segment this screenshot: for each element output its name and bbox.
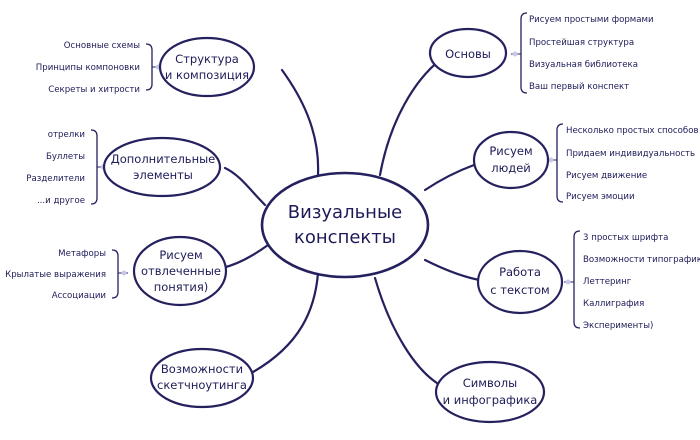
node-people-line2: людей (491, 161, 531, 175)
node-structure-line2: и композиция (165, 68, 249, 82)
node-sketchnoting-line1: Возможности (161, 362, 243, 376)
leaf-people-4: Рисуем эмоции (566, 192, 635, 202)
node-basics: Основы (428, 27, 508, 79)
leaf-basics-2: Простейшая структура (529, 38, 634, 48)
leaf-text-3: Леттеринг (583, 277, 632, 287)
node-text-line2: с текстом (490, 283, 549, 297)
leaf-people-2: Придаем индивидуальность (566, 149, 695, 159)
center-title-line1: Визуальные (288, 202, 402, 223)
node-additional-line2: элементы (133, 168, 193, 182)
leaf-structure-2: Принципы компоновки (36, 63, 140, 73)
edge-additional (223, 166, 267, 207)
leaf-abstract-1: Метафоры (58, 249, 106, 259)
node-sketchnoting-line2: скетчноутинга (157, 378, 247, 392)
leaf-text-1: 3 простых шрифта (583, 233, 668, 243)
node-symbols-line1: Символы (463, 376, 517, 390)
edge-basics (378, 58, 442, 177)
leaf-additional-3: Разделители (26, 174, 85, 184)
leaf-abstract-2: Крылатые выражения (5, 270, 106, 280)
leaf-additional-4: ...и другое (37, 196, 85, 206)
leaf-basics-4: Ваш первый конспект (529, 82, 629, 92)
leaf-additional-1: отрелки (48, 130, 85, 140)
edge-sketchnoting (251, 271, 320, 374)
edge-abstract (220, 243, 270, 270)
node-structure-line1: Структура (175, 52, 239, 66)
edge-structure (280, 68, 320, 177)
leaf-additional-2: Буллеты (46, 152, 85, 162)
edge-symbols (373, 276, 442, 387)
node-text-line1: Работа (499, 265, 541, 279)
node-abstract: Рисуем отвлеченные понятия) (132, 235, 228, 307)
node-additional: Дополнительные элементы (102, 136, 222, 198)
node-basics-line1: Основы (445, 47, 491, 61)
leaf-text-2: Возможности типографики (583, 255, 700, 265)
node-people-line1: Рисуем (489, 144, 532, 158)
node-text: Работа с текстом (476, 249, 564, 315)
leaf-abstract-3: Ассоциации (52, 291, 106, 301)
edge-text (423, 258, 487, 283)
leaf-text-5: Эксперименты) (583, 321, 653, 331)
node-sketchnoting: Возможности скетчноутинга (149, 347, 255, 409)
node-symbols: Символы и инфографика (434, 360, 546, 424)
node-abstract-line1: Рисуем (159, 248, 202, 262)
node-abstract-line2: отвлеченные (141, 264, 221, 278)
node-structure: Структура и композиция (158, 36, 256, 98)
leaf-basics-1: Рисуем простыми формами (529, 15, 654, 25)
center-node: Визуальные конспекты (260, 171, 430, 279)
node-people: Рисуем людей (472, 130, 550, 190)
leaf-structure-1: Основные схемы (64, 41, 140, 51)
leaf-text-4: Каллиграфия (583, 299, 644, 309)
edge-people (423, 163, 476, 192)
center-title-line2: конспекты (294, 227, 396, 248)
leaf-basics-3: Визуальная библиотека (529, 60, 638, 70)
leaf-people-1: Несколько простых способов (566, 126, 699, 136)
node-symbols-line2: и инфографика (443, 393, 538, 407)
leaf-structure-3: Секреты и хитрости (48, 85, 140, 95)
node-additional-line1: Дополнительные (111, 152, 216, 166)
node-abstract-line3: понятия) (154, 280, 209, 294)
connectors (220, 58, 487, 387)
leaf-people-3: Рисуем движение (566, 171, 647, 181)
